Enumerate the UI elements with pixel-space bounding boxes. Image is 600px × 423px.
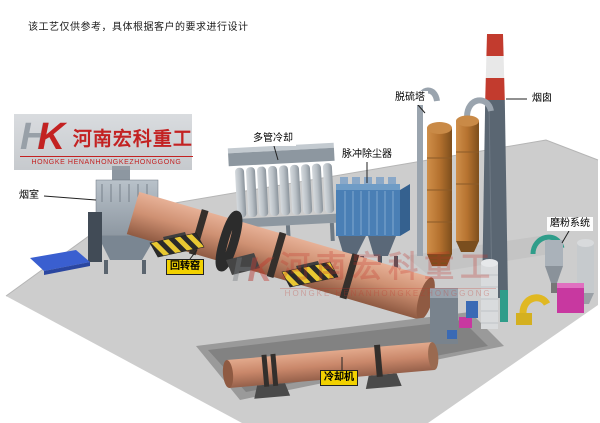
collector-ribs bbox=[344, 191, 394, 235]
multi-tube-cooler-leader-line bbox=[273, 145, 279, 161]
smoke-chamber-leader-line bbox=[43, 195, 97, 201]
label-pulse-dust-collector: 脉冲除尘器 bbox=[339, 148, 395, 162]
kiln-leader-line bbox=[189, 249, 198, 260]
kiln-supports bbox=[149, 232, 339, 288]
cooler-tubes bbox=[235, 163, 335, 218]
pulse-dust-collector bbox=[336, 177, 410, 272]
label-cooling-machine: 冷却机 bbox=[320, 370, 358, 386]
chimney bbox=[482, 34, 508, 298]
tower-leader-line bbox=[417, 104, 426, 114]
leader-lines bbox=[43, 98, 570, 370]
logo-hk-mark: HK bbox=[20, 118, 65, 156]
hazard-base bbox=[149, 232, 205, 258]
label-chimney: 烟囱 bbox=[529, 92, 555, 106]
auxiliary-vessel bbox=[466, 259, 508, 329]
label-desulfurization-tower: 脱硫塔 bbox=[392, 91, 428, 105]
gear-housing bbox=[226, 253, 260, 275]
cooler-ring bbox=[270, 353, 279, 387]
multi-tube-cooler bbox=[227, 142, 338, 246]
label-smoke-chamber: 烟室 bbox=[16, 189, 42, 203]
hazard-base bbox=[281, 261, 339, 288]
company-logo: HK 河南宏科重工 HONGKE HENANHONGKEZHONGGONG bbox=[14, 114, 193, 170]
kiln-tyre bbox=[339, 253, 360, 300]
disclaimer-text: 该工艺仅供参考，具体根据客户的要求进行设计 bbox=[28, 22, 249, 33]
kiln-discharge-hood bbox=[430, 288, 472, 344]
logo-letter-k: K bbox=[37, 116, 65, 158]
logo-brand-cn: 河南宏科重工 bbox=[72, 128, 193, 150]
cooler-ring bbox=[374, 344, 383, 378]
blue-pallet bbox=[30, 250, 90, 275]
kiln-tyre bbox=[266, 231, 287, 279]
tower-b bbox=[456, 115, 479, 252]
desulfurization-towers bbox=[417, 87, 494, 266]
tower-a bbox=[427, 122, 452, 266]
vessel-ribs bbox=[481, 274, 498, 324]
cooling-machine bbox=[222, 342, 439, 399]
logo-brand-en: HONGKE HENANHONGKEZHONGGONG bbox=[20, 156, 193, 166]
silo bbox=[577, 239, 594, 304]
label-grinding-system: 磨粉系统 bbox=[547, 217, 593, 231]
label-rotary-kiln: 回转窑 bbox=[166, 259, 204, 275]
vertical-flue-pipe bbox=[417, 98, 423, 256]
grinding-system bbox=[516, 234, 594, 325]
mill-unit bbox=[557, 283, 584, 313]
rotary-kiln bbox=[126, 191, 435, 320]
cooler-ring bbox=[261, 354, 270, 387]
label-multi-tube-cooler: 多管冷却 bbox=[250, 132, 296, 146]
logo-letter-h: H bbox=[20, 116, 48, 158]
cyclone bbox=[545, 240, 563, 293]
grinding-leader-line bbox=[561, 230, 570, 244]
